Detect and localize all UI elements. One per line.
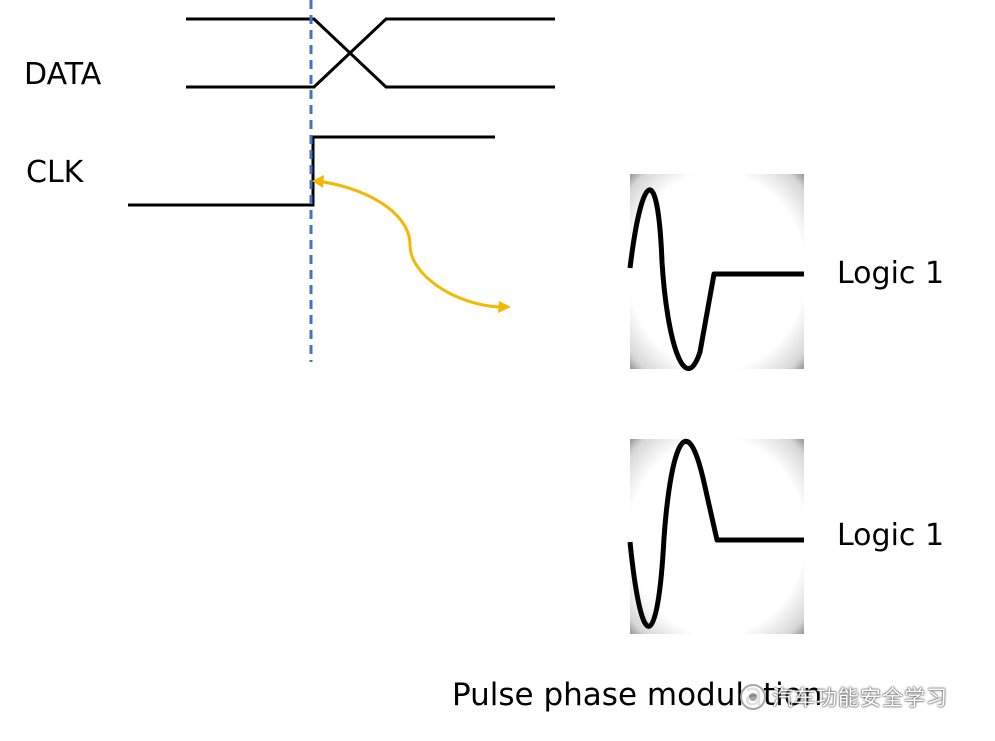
- data-bus-waveform: [186, 17, 555, 89]
- watermark: 汽车功能安全学习: [740, 681, 948, 713]
- clock-waveform: [128, 135, 495, 207]
- logic-label-top: Logic 1: [837, 256, 945, 291]
- pulse-waveform-bottom: [627, 438, 804, 634]
- curved-double-arrow: [312, 175, 511, 313]
- data-signal-label: DATA: [24, 57, 102, 92]
- wechat-logo-icon: [740, 684, 766, 710]
- clock-signal-label: CLK: [26, 155, 84, 190]
- logic-label-bottom: Logic 1: [837, 518, 945, 553]
- pulse-waveform-top: [627, 174, 804, 371]
- watermark-text: 汽车功能安全学习: [772, 686, 948, 710]
